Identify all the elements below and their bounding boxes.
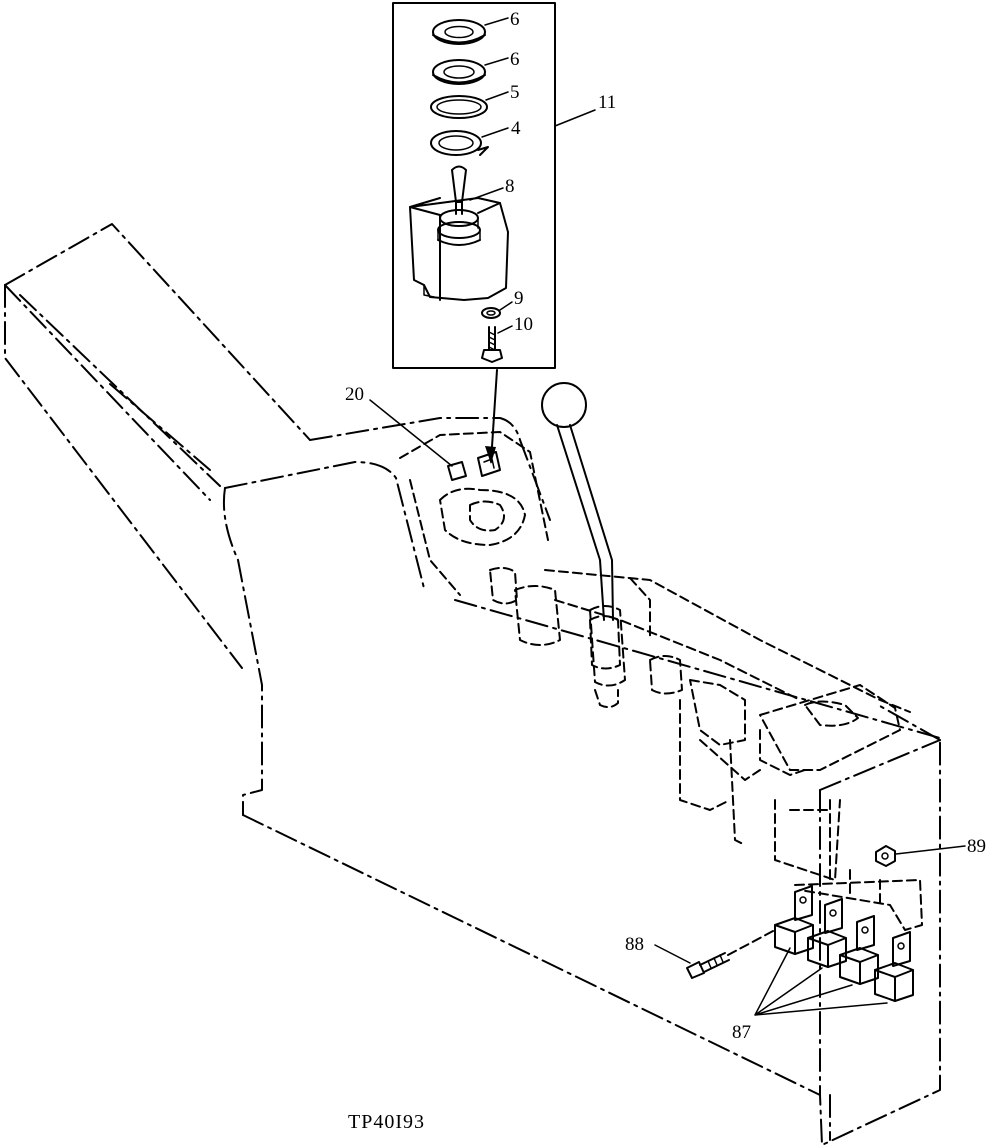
leader-88 [654,944,691,964]
relay-2 [807,898,847,968]
inset-frame [392,2,556,369]
relays [774,869,923,1002]
callout-20: 20 [345,384,364,405]
switch-on-console [447,451,501,481]
side-nut-part [875,845,896,867]
lock-washer-part [430,130,489,156]
figure-id: TP40I93 [348,1111,425,1133]
leader-20 [369,399,453,467]
relay-1 [774,885,814,955]
nut-part [481,307,501,319]
leader-8 [469,187,504,201]
washer-second-part [432,59,486,85]
callout-4: 4 [511,118,521,139]
screw-part [481,326,503,363]
callout-87: 87 [732,1022,751,1043]
ring-part [430,95,488,119]
callout-8: 8 [505,176,515,197]
leader-9 [499,301,513,311]
relay-leaders [754,947,888,1016]
switch-inset: 6 6 5 4 8 9 10 [392,2,556,369]
leader-6a [484,17,509,26]
callout-11: 11 [598,92,616,113]
leader-89 [895,845,966,855]
console-body [4,223,941,1146]
relay-3 [839,915,879,985]
callout-5: 5 [510,82,520,103]
washer-top-part [432,19,486,45]
bolt-part [686,929,776,979]
callout-10: 10 [514,314,533,335]
arrow-head [485,446,496,464]
callout-6-top: 6 [510,9,520,30]
leader-4 [481,127,509,138]
callout-88: 88 [625,934,644,955]
relay-4 [874,931,914,1002]
callout-6-second: 6 [510,49,520,70]
leader-5 [485,91,509,101]
control-lever [541,382,621,670]
callout-89: 89 [967,836,986,857]
leader-11 [554,109,596,127]
toggle-switch-part [409,165,509,301]
leader-10 [497,325,513,334]
leader-6b [484,57,509,66]
callout-9: 9 [514,288,524,309]
